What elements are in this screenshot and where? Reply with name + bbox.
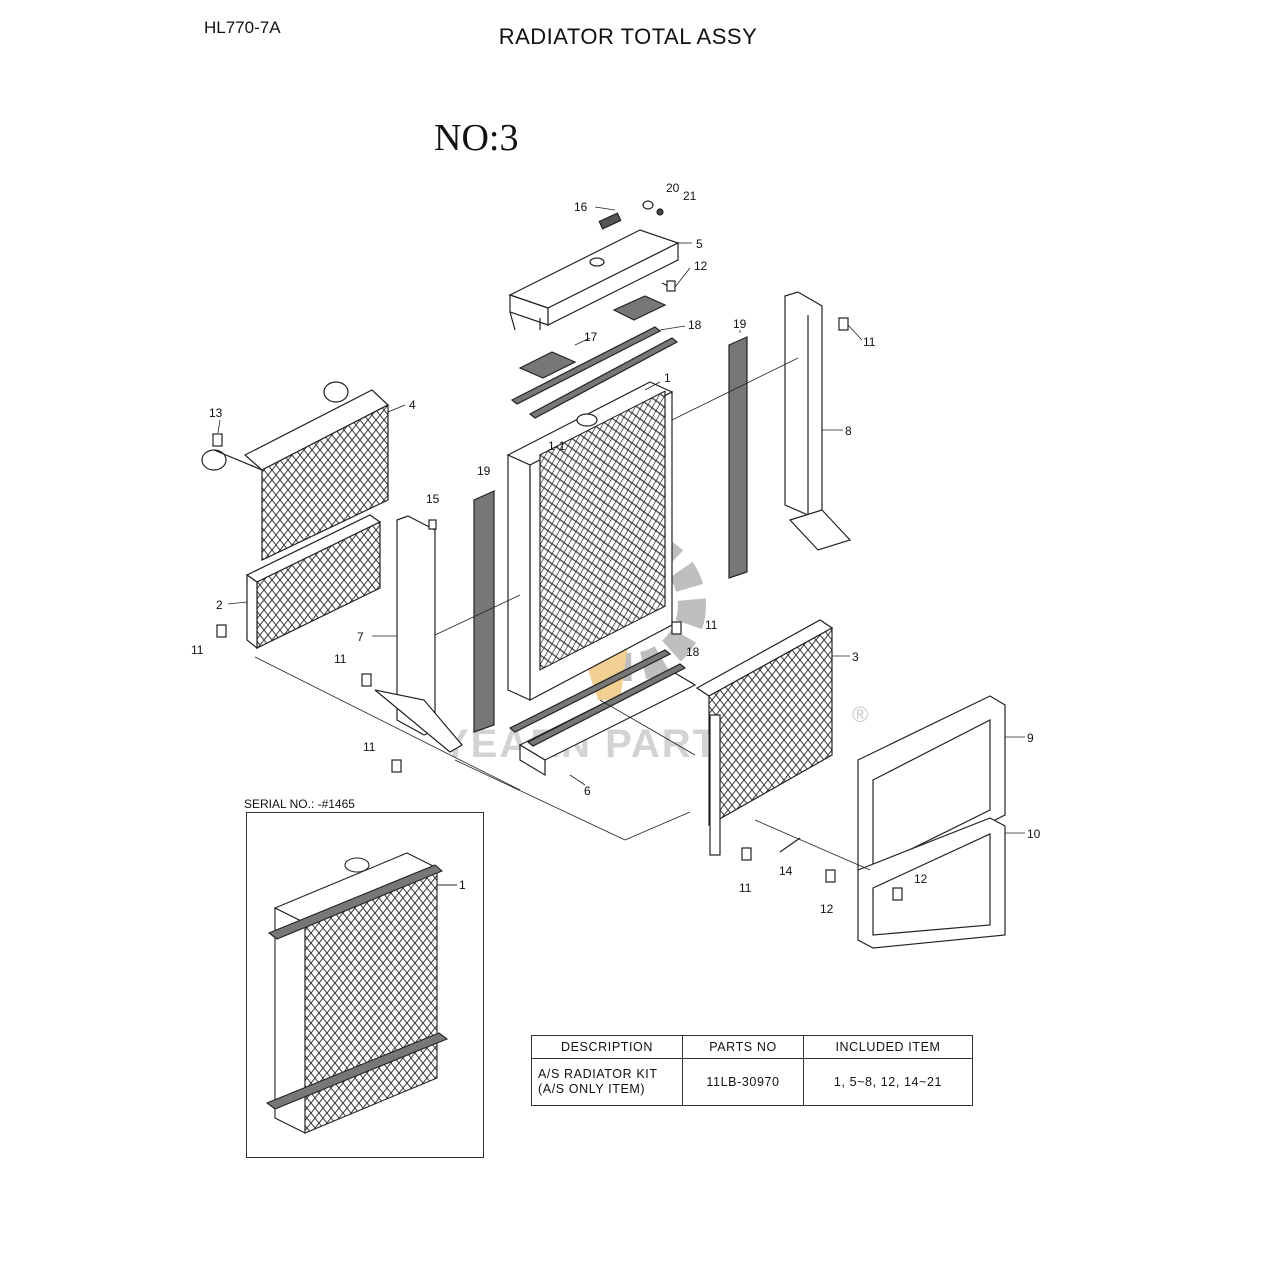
callout-14: 14 [779,864,793,878]
serial-number-label: SERIAL NO.: -#1465 [244,797,355,811]
callout-11-mid-left: 11 [334,652,347,666]
callout-18-bottom: 18 [686,645,700,659]
row-description: A/S RADIATOR KIT (A/S ONLY ITEM) [531,1058,683,1106]
part-pads [510,295,679,419]
part-tie-strap [779,837,801,853]
callout-10: 10 [1027,827,1041,841]
part-bottom-shroud [508,649,697,777]
part-oil-cooler [245,514,382,650]
callout-5: 5 [696,237,703,251]
kit-table: DESCRIPTION PARTS NO INCLUDED ITEM A/S R… [531,1035,973,1106]
callout-1: 1 [664,371,671,385]
callout-11-left: 11 [191,643,204,657]
callout-11-lower-left: 11 [363,740,376,754]
callout-9: 9 [1027,731,1034,745]
callout-11-bottom: 11 [739,881,752,895]
part-left-bracket [374,515,463,753]
callout-19-left: 19 [477,464,491,478]
callout-11-top-right: 11 [863,335,876,349]
callout-20: 20 [666,181,680,195]
callout-17: 17 [584,330,598,344]
guide-lines [254,357,871,871]
callout-12-bottom: 12 [820,902,834,916]
callout-11-center: 11 [705,618,718,632]
callout-16: 16 [574,200,588,214]
callout-4: 4 [409,398,416,412]
row-description-line1: A/S RADIATOR KIT [538,1067,658,1081]
part-condenser [695,619,834,856]
callout-2: 2 [216,598,223,612]
model-number: HL770-7A [204,18,281,37]
part-frames [857,695,1006,949]
leader-lines [217,206,1025,834]
header-description: DESCRIPTION [531,1035,683,1059]
callout-1-1: 1-1 [548,439,566,453]
callout-15: 15 [426,492,440,506]
callout-21: 21 [683,189,697,203]
callout-7: 7 [357,630,364,644]
row-description-line2: (A/S ONLY ITEM) [538,1082,646,1096]
bolts [212,317,903,901]
callout-13: 13 [209,406,223,420]
part-right-bracket [784,291,852,551]
page-title: RADIATOR TOTAL ASSY [498,24,758,49]
inset-callout-1: 1 [459,878,466,892]
part-radiator-core [506,381,674,701]
callout-6: 6 [584,784,591,798]
drawing-number: NO:3 [434,117,519,159]
inset-radiator-drawing: 1 [265,852,466,1134]
header-parts-no: PARTS NO [682,1035,804,1059]
kit-table-header: DESCRIPTION PARTS NO INCLUDED ITEM [531,1035,973,1059]
callout-12-bottom-right: 12 [914,872,928,886]
callout-8: 8 [845,424,852,438]
header-included-item: INCLUDED ITEM [803,1035,973,1059]
registered-mark: ® [852,702,869,727]
row-parts-no: 11LB-30970 [682,1058,804,1106]
callout-12-top: 12 [694,259,708,273]
callout-19-right: 19 [733,317,747,331]
callout-18-top: 18 [688,318,702,332]
inset-box: 1 [246,812,484,1158]
table-row: A/S RADIATOR KIT (A/S ONLY ITEM) 11LB-30… [531,1058,973,1106]
part-seal-right [728,336,748,579]
row-included-item: 1, 5~8, 12, 14~21 [803,1058,973,1106]
part-intercooler [201,381,390,561]
callout-3: 3 [852,650,859,664]
part-top-shroud [508,200,680,331]
